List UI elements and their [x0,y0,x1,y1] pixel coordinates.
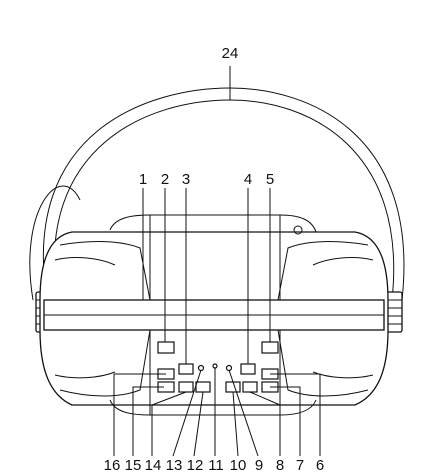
label-bottom-12: 12 [187,457,204,472]
label-bottom-7: 7 [296,457,304,472]
button-4 [240,363,256,375]
button-10 [225,381,241,393]
label-bottom-14: 14 [145,457,162,472]
label-top-2: 2 [161,171,169,188]
label-bottom-9: 9 [255,457,263,472]
label-bottom-11: 11 [208,457,224,472]
button-14 [178,381,194,393]
label-bottom-8: 8 [276,457,284,472]
button-8 [242,381,258,393]
button-2 [157,341,175,354]
label-top-4: 4 [244,171,252,188]
label-bottom-16: 16 [104,457,121,472]
button-3 [178,363,194,375]
leader-lines [113,66,321,457]
button-12 [195,381,211,393]
indicator-9 [225,364,233,372]
unit-body [39,214,389,416]
label-top-5: 5 [266,171,274,188]
label-bottom-6: 6 [316,457,324,472]
label-top-3: 3 [182,171,190,188]
label-top-1: 1 [139,171,147,188]
indicator-11 [212,363,218,369]
indicator-13 [197,364,205,372]
handle-mount-right [385,291,403,333]
button-5 [261,341,279,354]
label-handle: 24 [222,45,239,62]
label-bottom-15: 15 [125,457,142,472]
label-bottom-10: 10 [230,457,247,472]
label-bottom-13: 13 [166,457,183,472]
